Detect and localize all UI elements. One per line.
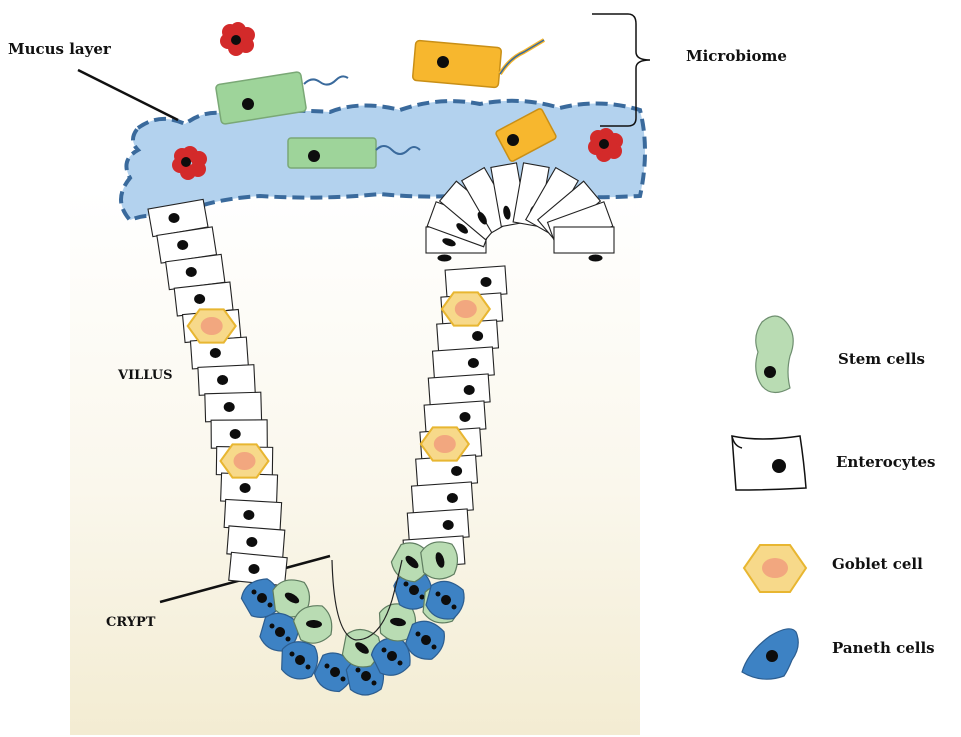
enterocyte-cell <box>554 227 614 253</box>
cell-nucleus <box>177 240 188 250</box>
cell-nucleus <box>451 466 462 476</box>
paneth-granule <box>436 592 441 597</box>
cell-nucleus <box>246 537 257 547</box>
cell-nucleus <box>589 255 603 262</box>
cell-nucleus <box>257 593 267 603</box>
goblet-cell-granule <box>455 300 477 318</box>
paneth-granule <box>290 652 295 657</box>
enterocyte-icon <box>732 436 806 490</box>
paneth-granule <box>372 681 377 686</box>
paneth-granule <box>382 648 387 653</box>
cell-nucleus <box>169 213 180 223</box>
goblet-cell-icon <box>744 545 806 592</box>
paneth-granule <box>252 590 257 595</box>
cell-nucleus <box>481 277 492 287</box>
cell-nucleus <box>217 375 228 385</box>
goblet-cell-granule <box>434 435 456 453</box>
cell-nucleus <box>224 402 235 412</box>
goblet-cell-granule <box>201 317 223 335</box>
paneth-granule <box>268 603 273 608</box>
cell-nucleus <box>243 510 254 520</box>
paneth-granule <box>325 664 330 669</box>
cell-nucleus <box>443 520 454 530</box>
paneth-granule <box>404 582 409 587</box>
cell-nucleus <box>194 294 205 304</box>
cell-nucleus <box>186 267 197 277</box>
red-microbe <box>220 22 255 56</box>
microbiome-label: Microbiome <box>686 47 787 65</box>
paneth-granule <box>356 668 361 673</box>
paneth-granule <box>341 677 346 682</box>
cell-nucleus <box>460 412 471 422</box>
legend-goblet-cell-label: Goblet cell <box>832 555 923 573</box>
cell-nucleus <box>210 348 221 358</box>
villus-label: VILLUS <box>118 368 172 383</box>
paneth-granule <box>270 624 275 629</box>
cell-nucleus <box>447 493 458 503</box>
cell-nucleus <box>464 385 475 395</box>
paneth-granule <box>286 637 291 642</box>
cell-nucleus <box>472 331 483 341</box>
cell-nucleus <box>437 255 451 262</box>
legend-paneth-cells-label: Paneth cells <box>832 639 935 657</box>
cell-nucleus <box>230 429 241 439</box>
paneth-granule <box>416 632 421 637</box>
paneth-granule <box>420 595 425 600</box>
legend-stem-cells-label: Stem cells <box>838 350 925 368</box>
paneth-granule <box>398 661 403 666</box>
orange-bacterium <box>412 40 544 88</box>
paneth-granule <box>306 665 311 670</box>
stem-cell-icon <box>756 316 793 393</box>
mucus-layer-label: Mucus layer <box>8 40 111 58</box>
paneth-granule <box>432 645 437 650</box>
crypt-label: CRYPT <box>106 615 155 630</box>
goblet-cell-granule <box>234 452 256 470</box>
paneth-cell-icon <box>742 629 798 679</box>
mucus-layer-pointer <box>78 70 178 120</box>
cell-nucleus <box>248 564 259 574</box>
legend-enterocytes-label: Enterocytes <box>836 453 936 471</box>
cell-nucleus <box>240 483 251 493</box>
cell-nucleus <box>468 358 479 368</box>
paneth-granule <box>452 605 457 610</box>
